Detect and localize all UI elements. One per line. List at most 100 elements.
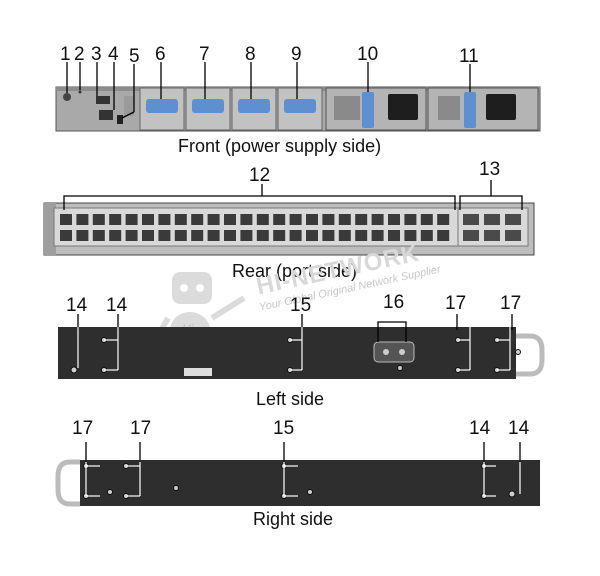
rear-ear xyxy=(44,203,56,255)
rj45-port xyxy=(437,214,450,225)
rj45-port xyxy=(224,214,236,225)
rj45-port xyxy=(60,230,72,241)
psu-handle xyxy=(464,92,476,128)
rear-panel-drawing xyxy=(43,180,535,256)
rj45-port xyxy=(60,214,72,225)
rj45-port xyxy=(355,214,368,225)
callout-17: 17 xyxy=(130,418,152,439)
front-panel-drawing xyxy=(55,62,541,132)
rj45-port xyxy=(388,214,400,225)
rj45-port xyxy=(338,230,351,241)
callout-17: 17 xyxy=(72,418,94,439)
callout-14: 14 xyxy=(106,295,128,316)
left-handle xyxy=(516,333,545,377)
psu-vent xyxy=(438,96,460,120)
callout-13: 13 xyxy=(479,159,501,180)
console-port xyxy=(96,96,110,104)
rj45-port xyxy=(256,214,269,225)
fan-handle xyxy=(284,99,316,113)
callout-1: 1 xyxy=(60,44,71,65)
fan-module-9 xyxy=(277,87,323,131)
rj45-ports xyxy=(60,214,450,241)
callout-12: 12 xyxy=(249,165,271,186)
led-label-block xyxy=(124,96,134,116)
warning-label xyxy=(184,368,212,376)
fan-module-6 xyxy=(139,87,185,131)
ground-terminal xyxy=(373,341,415,363)
right-chassis xyxy=(80,460,540,506)
rj45-port xyxy=(109,214,122,225)
right-leaders-white xyxy=(85,460,521,497)
power-supply-11 xyxy=(427,87,539,131)
callout-16: 16 xyxy=(383,292,405,313)
callout-7: 7 xyxy=(199,44,210,65)
callout-15: 15 xyxy=(273,418,295,439)
sfp-port xyxy=(463,230,479,241)
rj45-port xyxy=(240,214,253,225)
psu-vent xyxy=(334,96,360,120)
rj45-port xyxy=(306,214,318,225)
callout-4: 4 xyxy=(108,44,119,65)
rj45-port xyxy=(256,230,269,241)
callout-14: 14 xyxy=(469,418,491,439)
rj45-port xyxy=(322,230,335,241)
rj45-port xyxy=(388,230,400,241)
rj45-port xyxy=(92,214,105,225)
left-side-drawing xyxy=(58,314,545,379)
rear-brackets xyxy=(63,180,523,210)
rj45-port xyxy=(125,214,138,225)
callout-14: 14 xyxy=(508,418,530,439)
rj45-port xyxy=(371,230,384,241)
left-leaders-inner xyxy=(104,339,510,371)
rj45-port xyxy=(289,230,302,241)
left-caption: Left side xyxy=(256,389,325,409)
ground-screw xyxy=(383,349,389,355)
rj45-port xyxy=(437,230,450,241)
rj45-port xyxy=(174,214,187,225)
callout-2: 2 xyxy=(74,44,85,65)
rj45-port xyxy=(76,230,89,241)
right-leaders xyxy=(85,442,521,462)
rj45-port xyxy=(273,214,286,225)
front-leader-lines xyxy=(66,62,471,119)
fan-handle xyxy=(192,99,224,113)
rj45-port xyxy=(420,230,433,241)
callout-10: 10 xyxy=(357,44,379,65)
rj45-port xyxy=(207,214,220,225)
sfp-port xyxy=(505,214,521,225)
power-socket xyxy=(486,94,516,120)
fan-handle xyxy=(146,99,178,113)
callout-11: 11 xyxy=(459,46,479,67)
rj45-port xyxy=(355,230,368,241)
rj45-port xyxy=(404,214,417,225)
rj45-port xyxy=(92,230,105,241)
rj45-port xyxy=(240,230,253,241)
callout-6: 6 xyxy=(155,44,166,65)
status-led xyxy=(78,90,82,94)
sfp-ports xyxy=(463,214,521,241)
fan-module-8 xyxy=(231,87,277,131)
left-chassis xyxy=(58,327,516,379)
usb-port xyxy=(117,115,123,124)
rj45-port xyxy=(420,214,433,225)
rj45-port xyxy=(174,230,187,241)
rj45-port xyxy=(158,230,171,241)
front-caption: Front (power supply side) xyxy=(178,136,382,156)
rj45-port xyxy=(142,214,154,225)
callout-9: 9 xyxy=(291,44,302,65)
callout-3: 3 xyxy=(91,44,102,65)
callout-17: 17 xyxy=(500,293,522,314)
callout-8: 8 xyxy=(245,44,256,65)
fan-handle xyxy=(238,99,270,113)
sfp-port xyxy=(463,214,479,225)
callout-15: 15 xyxy=(290,295,312,316)
ground-screw xyxy=(399,349,405,355)
rj45-port xyxy=(289,214,302,225)
sfp-port xyxy=(484,214,500,225)
rj45-port xyxy=(371,214,384,225)
rj45-port xyxy=(404,230,417,241)
rj45-port xyxy=(76,214,89,225)
power-supply-10 xyxy=(325,87,427,131)
fan-module-7 xyxy=(185,87,231,131)
